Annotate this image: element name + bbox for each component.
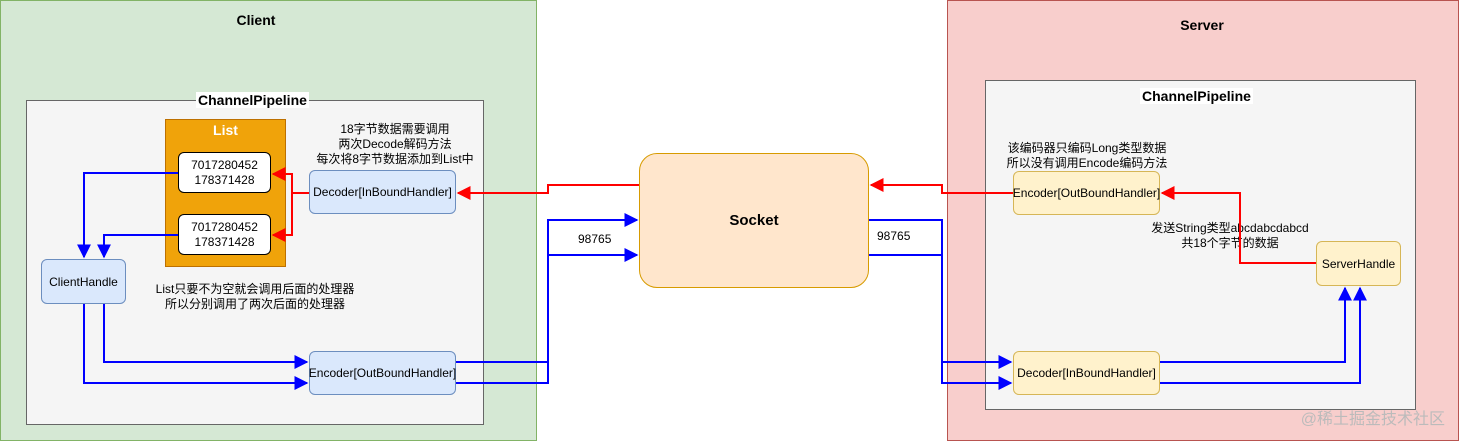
decode-note-line-3: 每次将8字节数据添加到List中 xyxy=(316,152,474,166)
socket-to-server-decoder-arrow-1 xyxy=(869,219,1013,369)
client-handle-node[interactable]: ClientHandle xyxy=(41,259,126,304)
list-item-2-line1: 7017280452 xyxy=(191,219,258,234)
client-encoder-to-socket-arrow-2 xyxy=(456,248,639,384)
client-encoder-node[interactable]: Encoder[OutBoundHandler] xyxy=(309,351,456,395)
client-decoder-to-list-item-1-arrow xyxy=(271,167,309,194)
client-handle-to-encoder-arrow-1 xyxy=(103,304,309,369)
encoder-note-line-2: 所以没有调用Encode编码方法 xyxy=(1006,156,1168,170)
socket-right-value: 98765 xyxy=(877,229,911,243)
server-title: Server xyxy=(1180,17,1224,33)
list-item-1-line2: 178371428 xyxy=(194,172,255,187)
list-item-2-line2: 178371428 xyxy=(194,234,255,249)
list-item-2: 7017280452 178371428 xyxy=(178,214,271,255)
list-note-line-1: List只要不为空就会调用后面的处理器 xyxy=(155,282,355,296)
server-decoder-to-handle-arrow-2 xyxy=(1160,286,1367,384)
list-item-2-to-client-handle-arrow xyxy=(97,234,178,259)
client-decoder-node[interactable]: Decoder[InBoundHandler] xyxy=(309,170,456,214)
send-note-line-1: 发送String类型abcdabcdabcd xyxy=(1151,221,1309,235)
decode-note-line-1: 18字节数据需要调用 xyxy=(340,122,450,136)
server-decoder-to-handle-arrow-1 xyxy=(1160,286,1352,363)
client-handle-to-encoder-arrow-2 xyxy=(83,304,309,390)
decode-note-line-2: 两次Decode解码方法 xyxy=(338,137,452,151)
send-note-line-2: 共18个字节的数据 xyxy=(1181,236,1279,250)
client-title: Client xyxy=(236,12,276,28)
encoder-note: 该编码器只编码Long类型数据 所以没有调用Encode编码方法 xyxy=(997,141,1177,171)
list-note: List只要不为空就会调用后面的处理器 所以分别调用了两次后面的处理器 xyxy=(140,282,370,312)
server-encoder-node[interactable]: Encoder[OutBoundHandler] xyxy=(1013,171,1160,215)
socket-left-value: 98765 xyxy=(578,232,612,246)
socket-to-client-decoder-arrow xyxy=(456,184,639,200)
client-encoder-to-socket-arrow-1 xyxy=(456,213,639,363)
server-pipeline-title: ChannelPipeline xyxy=(1140,88,1253,104)
watermark: @稀土掘金技术社区 xyxy=(1300,411,1445,428)
list-item-1: 7017280452 178371428 xyxy=(178,152,271,193)
list-title: List xyxy=(213,122,238,138)
encoder-note-line-1: 该编码器只编码Long类型数据 xyxy=(1007,141,1167,155)
list-note-line-2: 所以分别调用了两次后面的处理器 xyxy=(164,297,345,311)
server-decoder-node[interactable]: Decoder[InBoundHandler] xyxy=(1013,351,1160,395)
list-item-1-line1: 7017280452 xyxy=(191,157,258,172)
server-encoder-to-socket-arrow xyxy=(869,178,1013,194)
socket-to-server-decoder-arrow-2 xyxy=(869,254,1013,390)
server-handle-to-encoder-arrow xyxy=(1160,186,1316,264)
decode-note: 18字节数据需要调用 两次Decode解码方法 每次将8字节数据添加到List中 xyxy=(300,122,490,167)
send-note: 发送String类型abcdabcdabcd 共18个字节的数据 xyxy=(1140,221,1320,251)
list-item-1-to-client-handle-arrow xyxy=(77,172,178,259)
server-handle-node[interactable]: ServerHandle xyxy=(1316,241,1401,286)
client-decoder-to-list-item-2-arrow xyxy=(271,193,293,242)
client-pipeline-title: ChannelPipeline xyxy=(196,92,309,108)
socket-node[interactable]: Socket xyxy=(639,153,869,288)
